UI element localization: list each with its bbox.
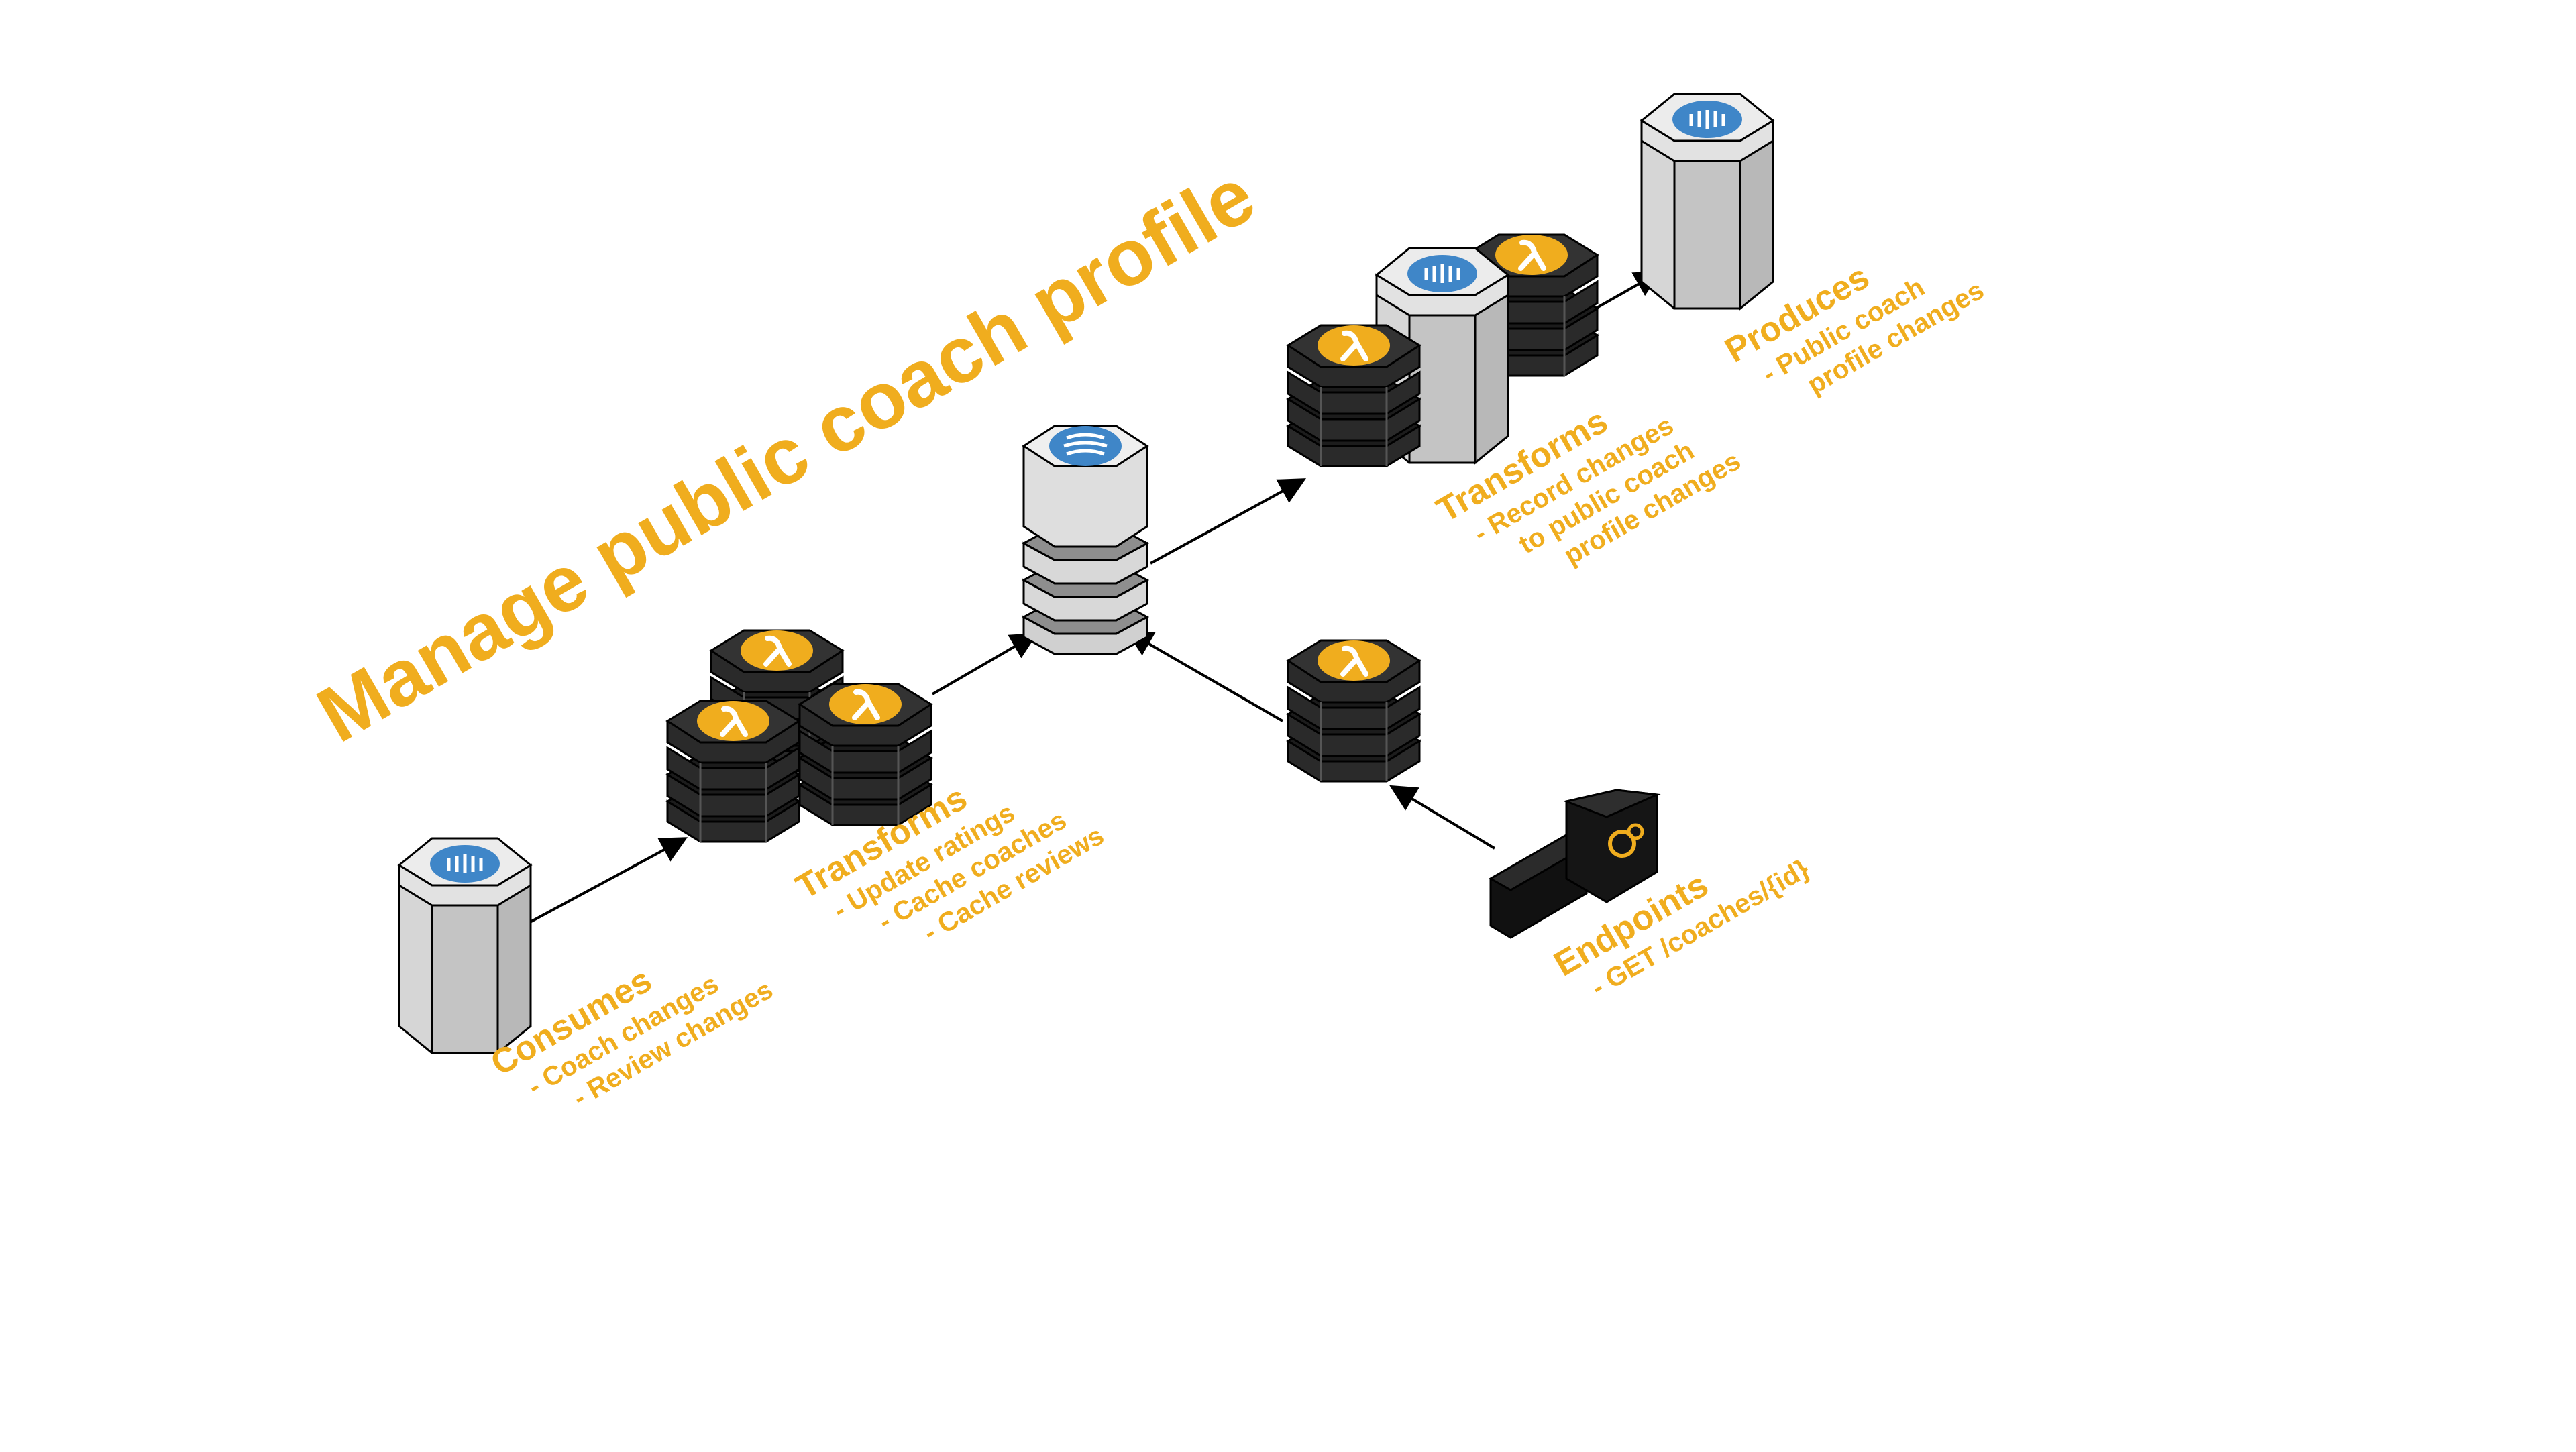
arrow-lambda-to-store	[1126, 630, 1283, 722]
arrow-consumer-to-transforms	[529, 837, 688, 924]
arrow-store-to-transforms2	[1150, 478, 1307, 565]
api-gateway-icon	[1488, 789, 1661, 939]
central-store-icon	[1024, 426, 1147, 654]
consumer-stream-icon	[399, 838, 531, 1053]
arrow-api-to-lambda	[1389, 785, 1496, 850]
producer-stream-icon	[1642, 94, 1773, 309]
flow-arrows	[529, 271, 1662, 924]
arrow-transforms-to-store	[931, 632, 1038, 695]
lambda-icon	[1288, 325, 1419, 466]
lambda-icon	[1288, 640, 1419, 781]
lambda-icon	[667, 701, 799, 842]
